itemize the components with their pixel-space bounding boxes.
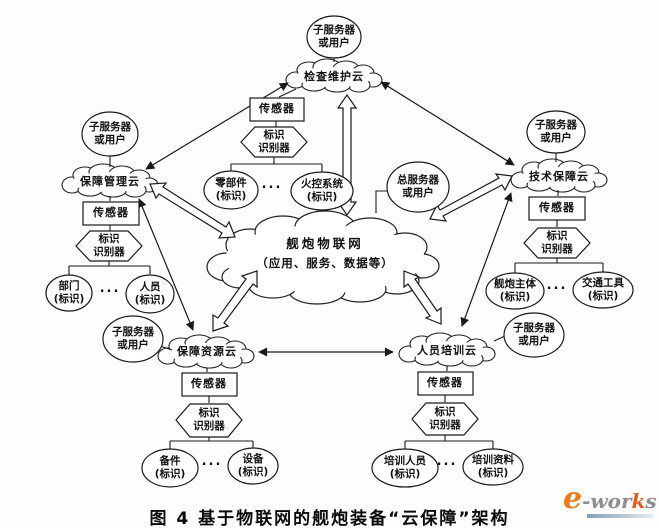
arrow-technical-training — [460, 192, 513, 327]
ellipse-gun-body — [485, 272, 545, 310]
ellipse-training-materials — [462, 448, 524, 486]
node-shapes — [45, 15, 634, 488]
subserver-bottom-right-label: 子服务器 或用户 — [513, 321, 555, 347]
hollow-double-arrows — [149, 93, 513, 332]
ellipsis-top: ... — [261, 176, 283, 192]
arrow-maintenance-technical — [380, 81, 515, 166]
ellipse-department — [45, 274, 93, 312]
center-cloud-subtitle: （应用、服务、数据等） — [256, 255, 394, 270]
ellipse-spares — [141, 448, 199, 488]
box-sensor-bottom-left — [181, 372, 238, 397]
leaf-trainees-label: 培训人员 (标识) — [384, 454, 426, 480]
circle-subserver-bottom-left — [102, 315, 164, 363]
arrow-center-maintenance — [336, 93, 358, 217]
circle-subserver-right — [526, 110, 586, 154]
arrow-center-technical — [429, 173, 513, 222]
box-sensor-left — [82, 201, 140, 226]
ellipsis-right: ... — [546, 277, 568, 293]
hex-reader-bottom-left — [175, 403, 243, 438]
arrow-center-training — [403, 270, 442, 325]
reader-bottom-left-label: 标识 识别器 — [193, 406, 225, 432]
circle-subserver-top — [306, 15, 362, 59]
arrow-center-management — [149, 182, 236, 239]
hex-reader-top — [240, 126, 308, 158]
leaf-department-label: 部门 (标识) — [53, 279, 85, 305]
arrow-maintenance-management — [145, 82, 289, 170]
leaf-parts-label: 零部件 (标识) — [215, 176, 247, 202]
solid-double-arrows — [137, 81, 515, 357]
circle-subserver-left — [81, 111, 139, 157]
ellipse-personnel — [125, 274, 175, 314]
hex-reader-bottom-right — [411, 402, 479, 436]
sensor-bottom-right-label: 传感器 — [427, 376, 463, 390]
reader-left-label: 标识 识别器 — [93, 232, 125, 258]
figure-caption: 图 4 基于物联网的舰炮装备“云保障”架构 — [149, 509, 510, 528]
sensor-top-label: 传感器 — [259, 102, 295, 116]
leaf-gun-body-label: 舰炮主体 (标识) — [494, 277, 536, 303]
reader-right-label: 标识 识别器 — [541, 229, 573, 255]
leaf-spares-label: 备件 (标识) — [154, 454, 186, 480]
cloud-bottom-right-label: 人员培训云 — [417, 344, 477, 358]
ellipsis-bottom-left: ... — [201, 453, 223, 469]
center-cloud-title: 舰炮物联网 — [286, 236, 364, 252]
leaf-fire-control-label: 火控系统 (标识) — [301, 177, 343, 203]
ellipse-fire-control — [290, 171, 354, 211]
cloud-right-label: 技术保障云 — [529, 170, 589, 184]
cloud-left-label: 保障管理云 — [80, 175, 140, 189]
hex-reader-left — [75, 230, 143, 262]
sensor-bottom-left-label: 传感器 — [191, 377, 227, 391]
eworks-logo-k: k — [631, 489, 646, 513]
cloud-bottom-left-label: 保障资源云 — [177, 345, 237, 359]
leaf-vehicles-label: 交通工具 (标识) — [582, 276, 624, 302]
sensor-left-label: 传感器 — [93, 206, 129, 220]
eworks-logo: e-works — [563, 484, 658, 524]
leaf-training-materials-label: 培训资料 (标识) — [472, 453, 514, 479]
ellipse-equipment — [227, 447, 279, 485]
ellipse-vehicles — [572, 271, 634, 309]
cloud-top-label: 检查维护云 — [304, 70, 364, 84]
eworks-logo-e: e — [563, 481, 583, 516]
box-sensor-top — [249, 97, 305, 122]
subserver-left-label: 子服务器 或用户 — [89, 120, 131, 146]
leaf-personnel-label: 人员 (标识) — [134, 280, 166, 306]
arrow-center-resources — [212, 270, 258, 332]
main-server-label: 总服务器 或用户 — [397, 173, 439, 199]
sensor-right-label: 传感器 — [539, 201, 575, 215]
arrow-management-resources — [137, 198, 195, 331]
subserver-top-label: 子服务器 或用户 — [313, 23, 355, 49]
circle-subserver-bottom-right — [503, 312, 565, 358]
ellipse-trainees — [371, 448, 439, 488]
ellipsis-bottom-right: ... — [436, 453, 458, 469]
eworks-logo-s: s — [645, 489, 657, 513]
reader-bottom-right-label: 标识 识别器 — [429, 405, 461, 431]
eworks-logo-bar — [587, 514, 653, 518]
reader-top-label: 标识 识别器 — [258, 128, 290, 154]
eworks-logo-wor: -wor — [582, 489, 632, 513]
box-sensor-right — [528, 196, 586, 221]
ellipsis-left: ... — [99, 280, 121, 296]
subserver-bottom-left-label: 子服务器 或用户 — [112, 325, 154, 351]
circle-main-server — [386, 161, 450, 213]
ellipse-parts — [203, 170, 259, 210]
box-sensor-bottom-right — [417, 371, 474, 396]
hex-reader-right — [523, 227, 591, 259]
subserver-right-label: 子服务器 或用户 — [535, 118, 577, 144]
leaf-equipment-label: 设备 (标识) — [237, 452, 269, 478]
